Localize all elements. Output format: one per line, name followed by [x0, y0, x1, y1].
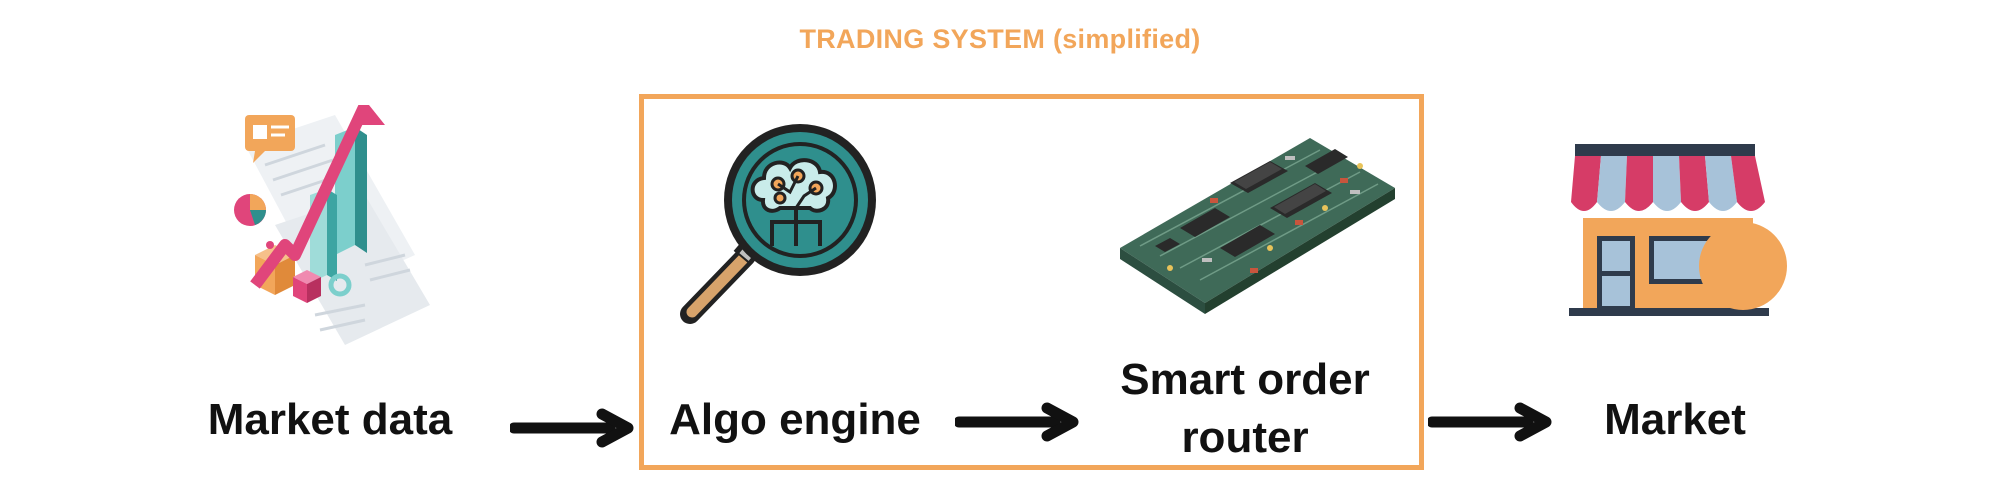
trading-system-title: TRADING SYSTEM (simplified)	[799, 24, 1201, 54]
node-label-smart-order-line2: router	[1181, 413, 1309, 462]
node-label-market: Market	[1604, 395, 1746, 444]
node-label-market-data: Market data	[207, 395, 453, 444]
brain-magnifier-icon	[668, 118, 893, 333]
trading-system-boundary	[639, 94, 1424, 470]
circuit-board-icon	[1110, 128, 1400, 318]
flow-arrow-2	[953, 402, 1085, 442]
flow-arrow-3	[1426, 402, 1558, 442]
analytics-chart-icon	[215, 100, 445, 355]
node-label-algo-engine: Algo engine	[669, 395, 921, 444]
storefront-icon	[1565, 140, 1805, 320]
flow-arrow-1	[508, 408, 640, 448]
node-label-smart-order-line1: Smart order	[1120, 355, 1370, 404]
